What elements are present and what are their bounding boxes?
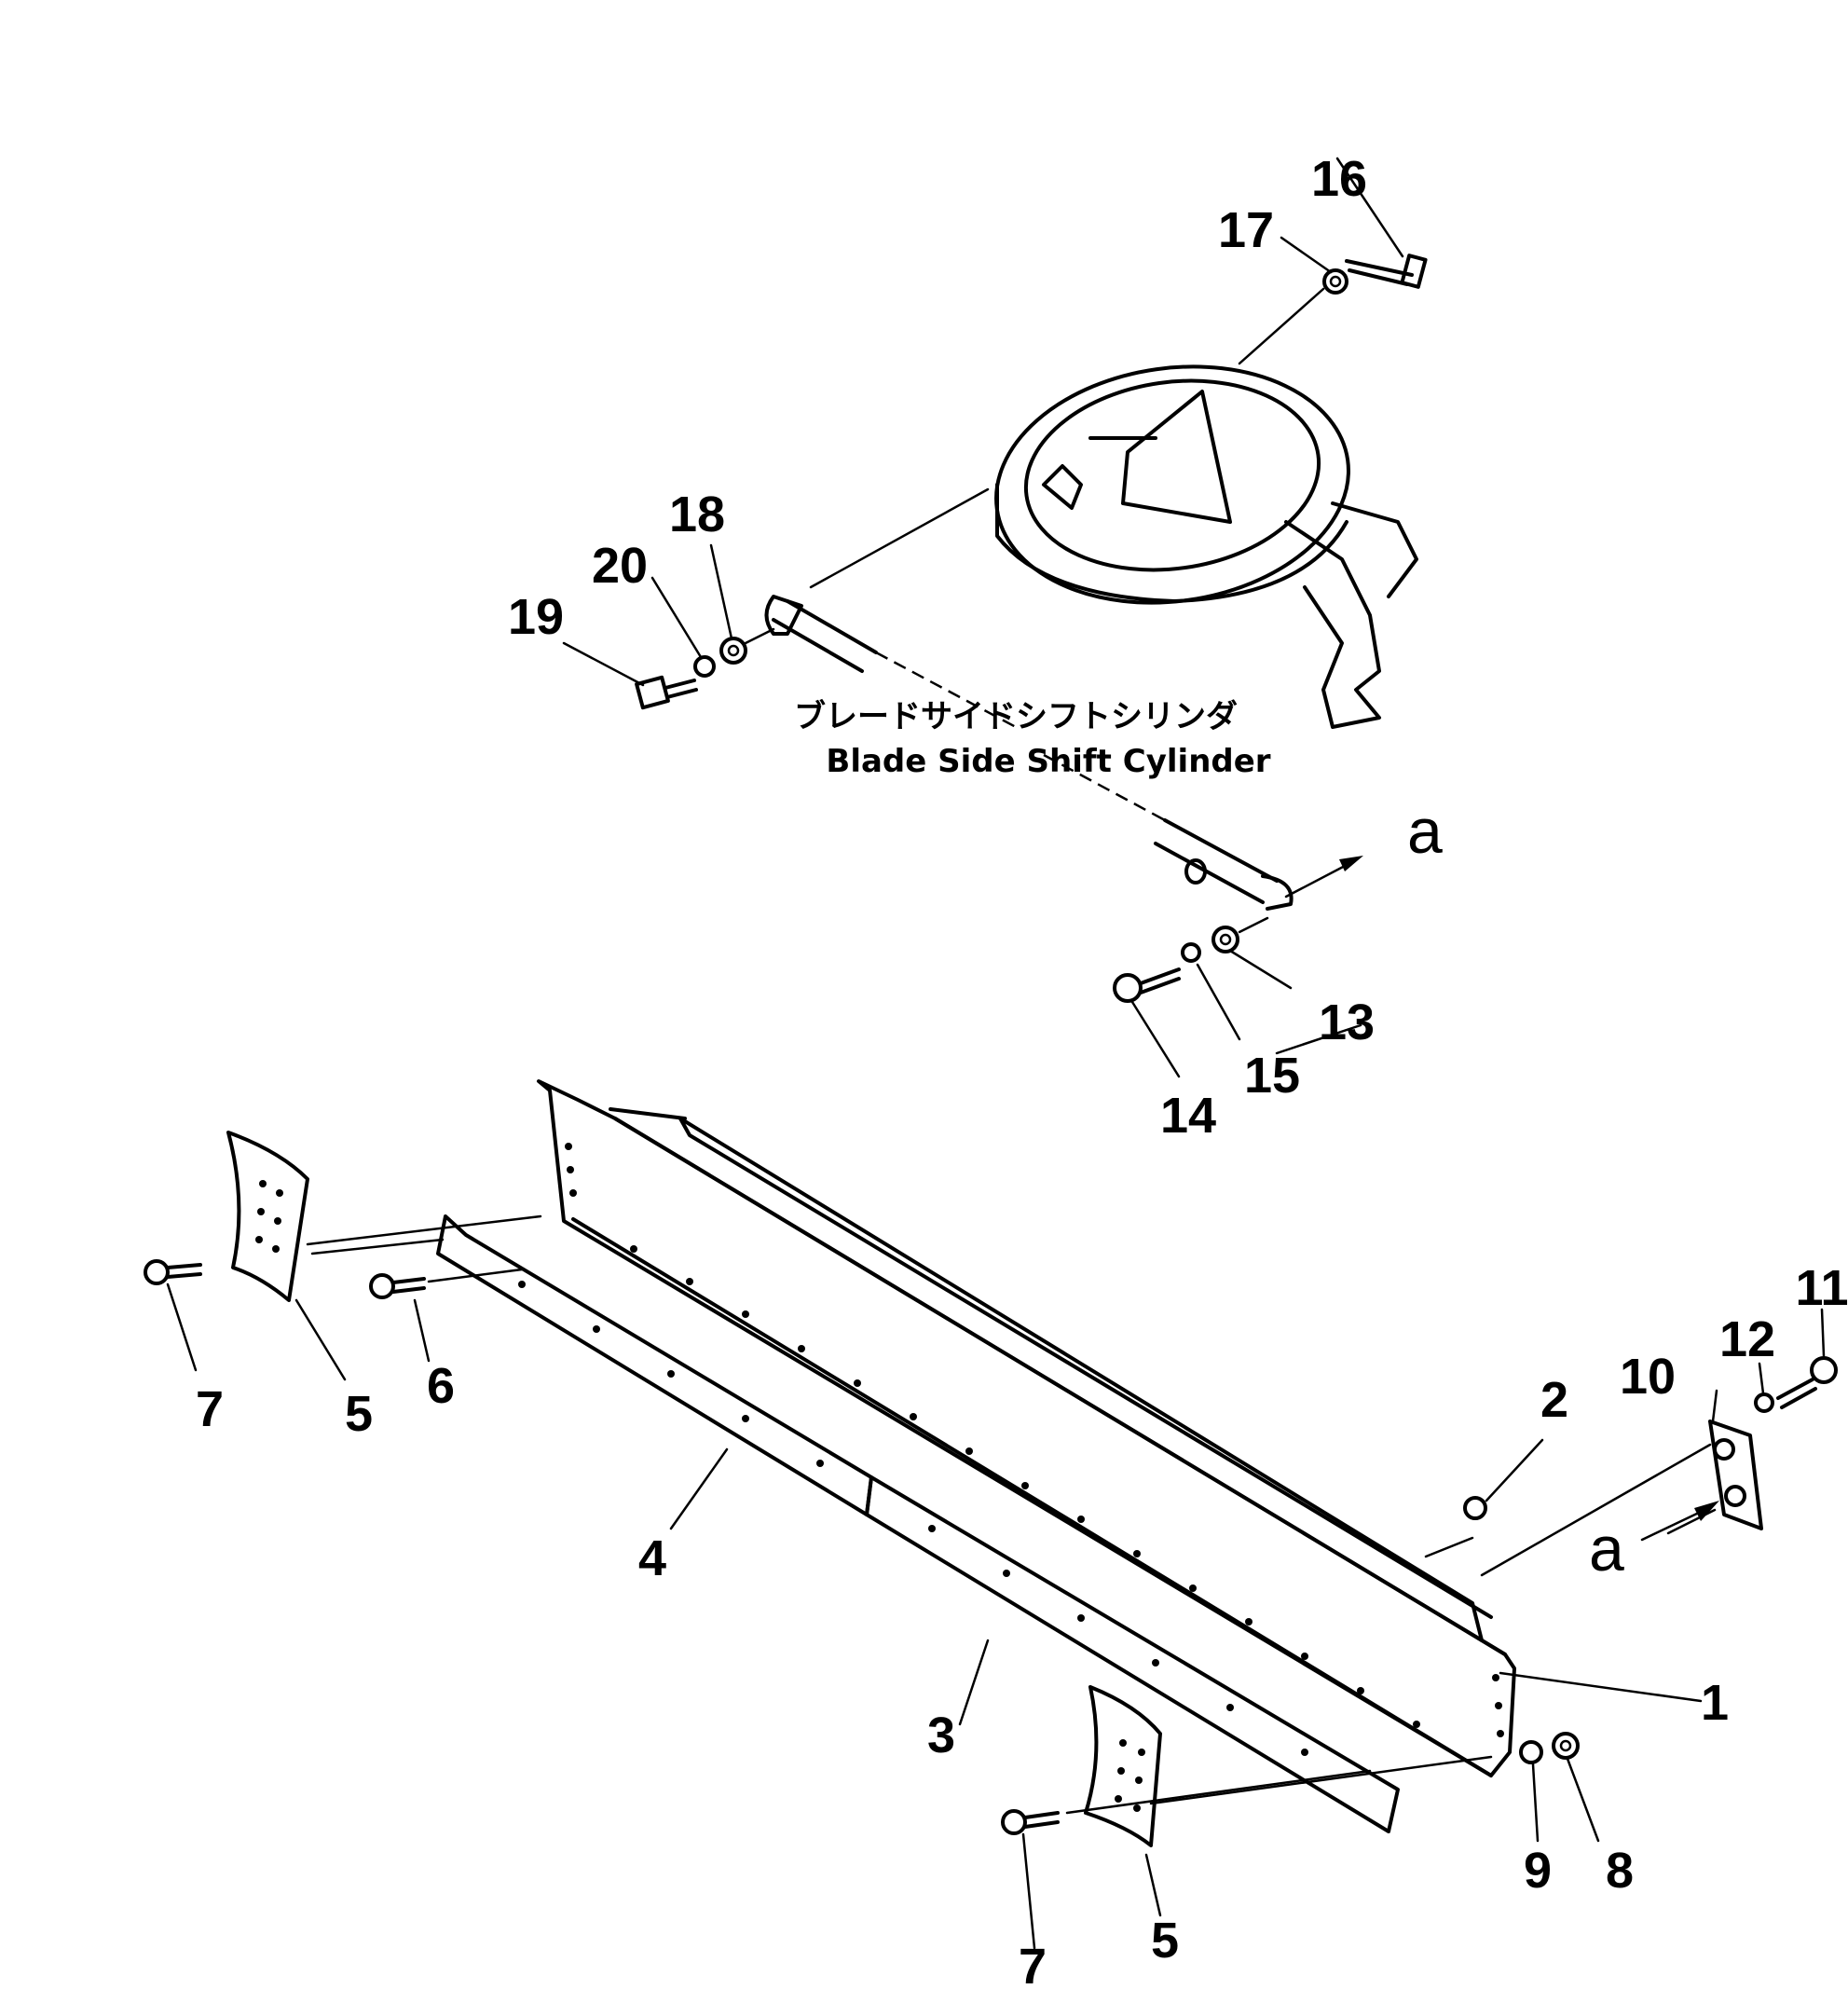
washer-20 [693, 655, 716, 678]
end-bit-5-left [226, 1131, 309, 1302]
callout-14: 14 [1160, 1088, 1216, 1144]
callout-18: 18 [669, 487, 725, 542]
caption-japanese: ブレードサイドシフトシリンダ [794, 698, 1238, 735]
end-bit-5-right [1084, 1685, 1162, 1847]
bracket-10 [1708, 1420, 1763, 1530]
cutting-edge-3 [865, 1475, 1400, 1833]
arrow-a-top [1339, 856, 1363, 871]
blade [537, 1079, 1516, 1777]
callout-4: 4 [638, 1530, 666, 1586]
bolt-19 [635, 675, 698, 710]
nut-17 [1322, 268, 1348, 295]
callout-10: 10 [1620, 1349, 1676, 1405]
callout-5-left: 5 [345, 1386, 373, 1442]
callout-17: 17 [1218, 202, 1274, 258]
bolt-16 [1345, 254, 1428, 289]
washer-9 [1519, 1740, 1543, 1764]
bolt-7-right [1001, 1809, 1060, 1835]
callout-13: 13 [1319, 994, 1375, 1050]
callout-8: 8 [1606, 1843, 1634, 1899]
detail-mark-a-top: a [1407, 796, 1443, 867]
blade-holes [565, 1143, 1504, 1737]
leader-lines [166, 157, 1826, 1950]
arrow-a-bottom [1694, 1501, 1719, 1521]
nut-8 [1552, 1732, 1580, 1760]
bolt-14 [1113, 967, 1181, 1003]
bolt-2 [1463, 1496, 1487, 1520]
bolt-6 [369, 1273, 426, 1299]
callout-5-right: 5 [1151, 1913, 1179, 1968]
callout-1: 1 [1701, 1675, 1729, 1731]
washer-12 [1754, 1392, 1774, 1413]
callout-3: 3 [927, 1708, 955, 1763]
circle-assembly [994, 364, 1418, 729]
callout-11: 11 [1795, 1260, 1848, 1316]
callout-12: 12 [1719, 1311, 1775, 1367]
callout-9: 9 [1524, 1843, 1552, 1899]
callout-15: 15 [1244, 1048, 1300, 1104]
washer-15 [1181, 942, 1201, 963]
callout-7-right: 7 [1019, 1939, 1047, 1989]
callout-7-left: 7 [196, 1381, 224, 1437]
bolt-11 [1776, 1356, 1838, 1409]
detail-mark-a-bottom: a [1589, 1514, 1624, 1584]
callout-19: 19 [508, 589, 564, 645]
nut-13 [1211, 926, 1239, 953]
caption-english: Blade Side Shift Cylinder [826, 743, 1270, 780]
callout-6: 6 [427, 1358, 455, 1414]
callout-16: 16 [1311, 151, 1367, 207]
callout-20: 20 [592, 538, 648, 594]
nut-18 [719, 637, 747, 665]
arrow-line-a-top [1284, 863, 1348, 898]
bolt-7-left [144, 1259, 202, 1285]
arrow-line-a-bottom [1640, 1510, 1703, 1542]
side-shift-cylinder [764, 487, 1294, 911]
callout-2: 2 [1540, 1372, 1568, 1428]
leader-line [1238, 287, 1325, 365]
